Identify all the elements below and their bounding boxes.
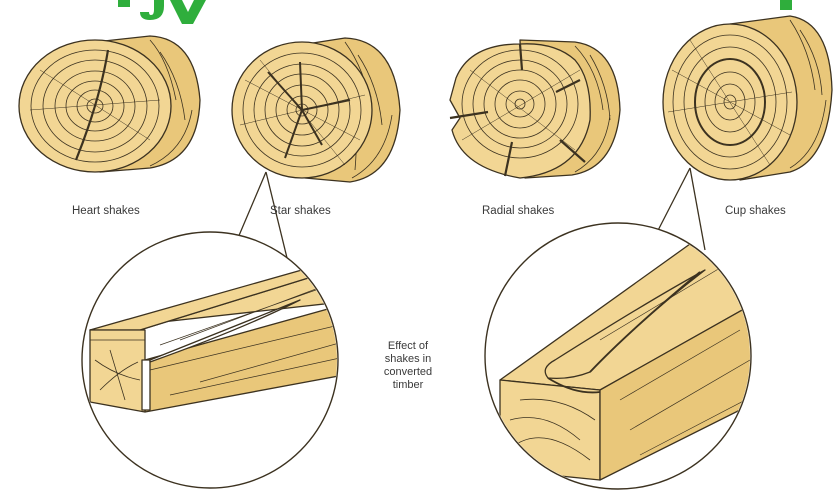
star-shakes-log <box>232 38 400 182</box>
heart-shakes-log <box>19 36 200 172</box>
label-heart-shakes: Heart shakes <box>72 205 140 217</box>
label-cup-shakes: Cup shakes <box>725 205 786 217</box>
cropped-title-fragment <box>118 0 792 24</box>
radial-shakes-log <box>450 40 620 178</box>
left-detail-circle <box>82 232 360 488</box>
cup-shakes-log <box>663 16 832 180</box>
effect-note-line-4: timber <box>363 379 453 392</box>
effect-note-line-1: Effect of <box>363 340 453 353</box>
label-star-shakes: Star shakes <box>270 205 331 217</box>
label-radial-shakes: Radial shakes <box>482 205 554 217</box>
effect-note-line-3: converted <box>363 366 453 379</box>
right-detail-circle <box>485 223 760 489</box>
effect-note-line-2: shakes in <box>363 353 453 366</box>
effect-note: Effect of shakes in converted timber <box>363 340 453 392</box>
